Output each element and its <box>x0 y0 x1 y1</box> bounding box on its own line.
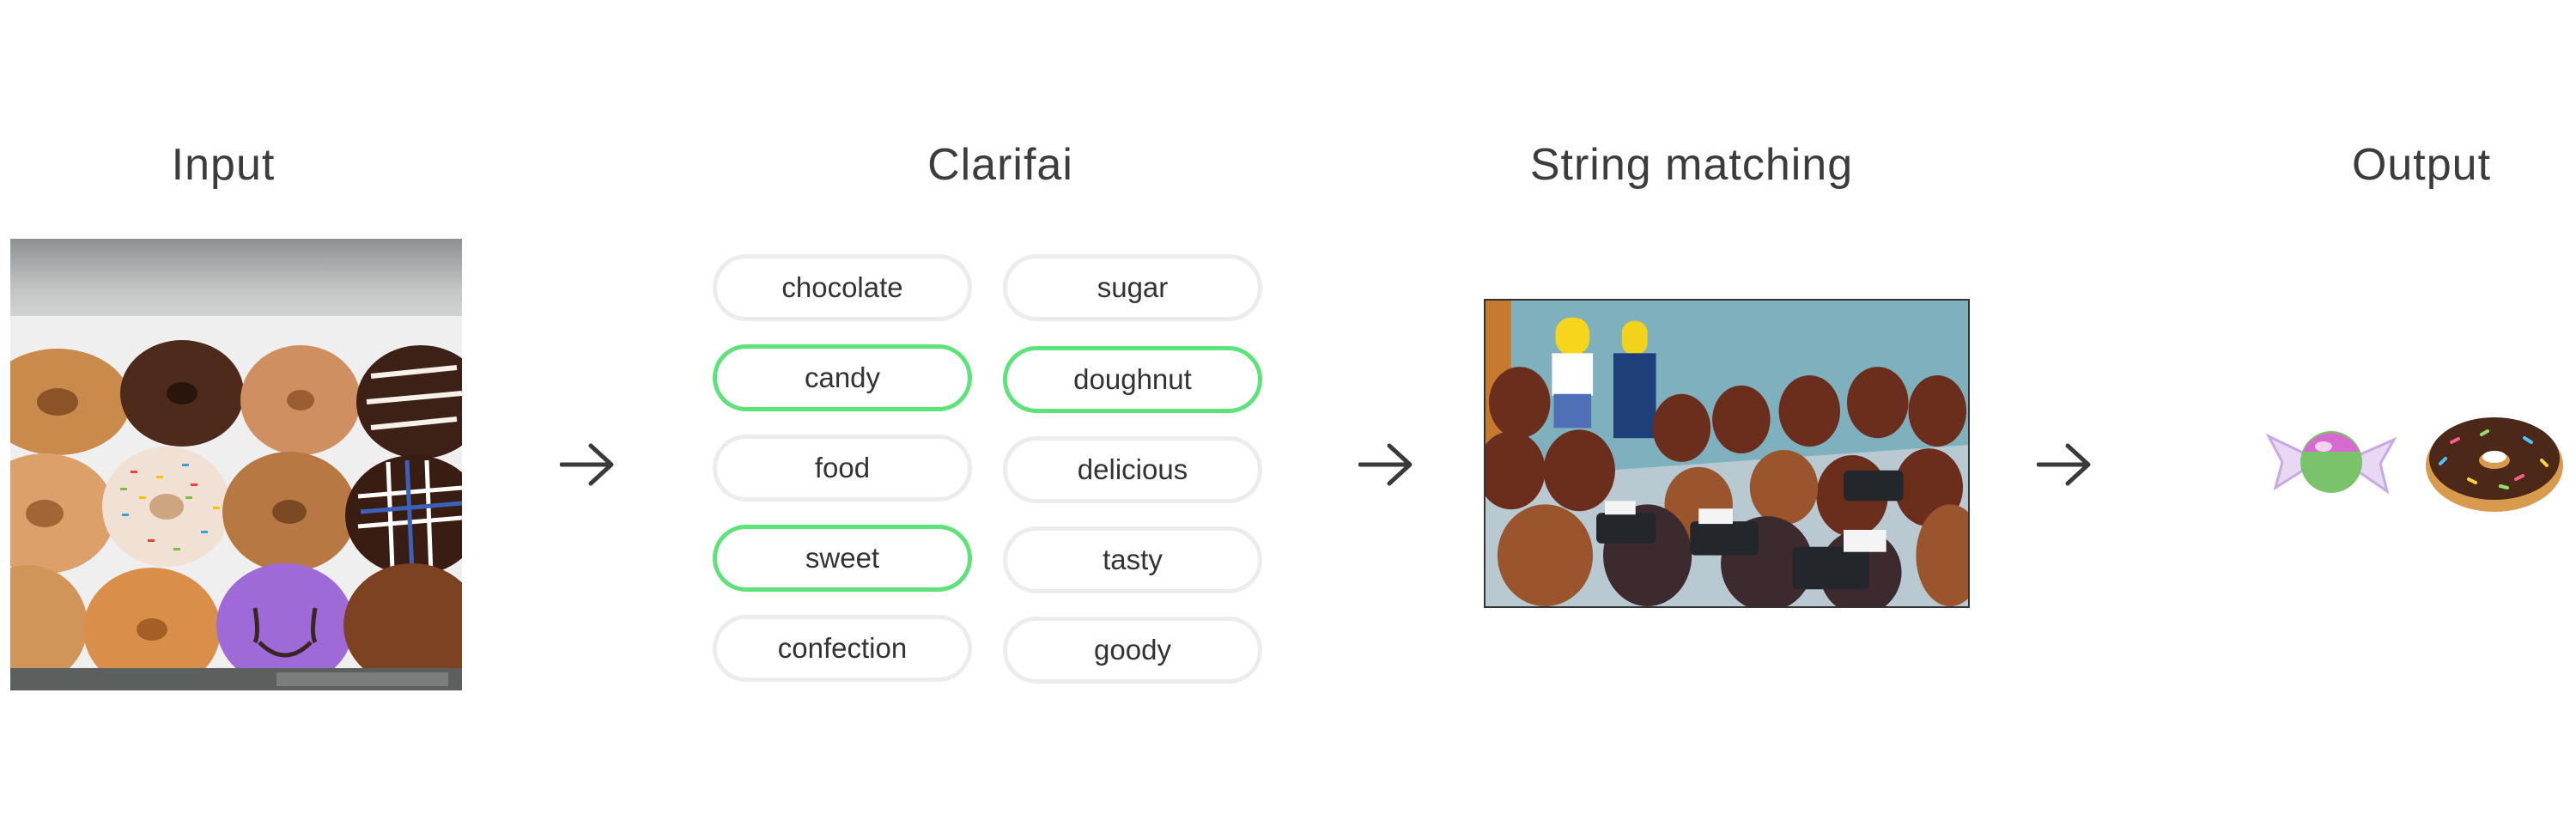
tag-pill: tasty <box>1003 526 1262 593</box>
tag-pill-highlighted: candy <box>713 344 972 411</box>
candy-emoji-icon <box>2258 402 2404 514</box>
tag-pill: confection <box>713 615 972 682</box>
tag-pill: sugar <box>1003 254 1262 321</box>
right-arrow-icon <box>2037 442 2092 487</box>
stage-title-output: Output <box>2351 140 2492 190</box>
stage-title-input: Input <box>171 140 276 190</box>
stage-title-clarifai: Clarifai <box>927 140 1073 190</box>
monkeys-typewriters-image <box>1484 299 1970 608</box>
tag-pill: goody <box>1003 617 1262 684</box>
right-arrow-icon <box>1358 442 1413 487</box>
donut-box-photo <box>10 239 462 690</box>
tag-pill: chocolate <box>713 254 972 321</box>
tag-pill: delicious <box>1003 436 1262 503</box>
tag-pill-highlighted: sweet <box>713 525 972 592</box>
tag-pill: food <box>713 435 972 502</box>
right-arrow-icon <box>560 442 615 487</box>
doughnut-emoji-icon <box>2421 404 2567 515</box>
tag-pill-highlighted: doughnut <box>1003 346 1262 413</box>
stage-title-string-matching: String matching <box>1529 140 1854 190</box>
